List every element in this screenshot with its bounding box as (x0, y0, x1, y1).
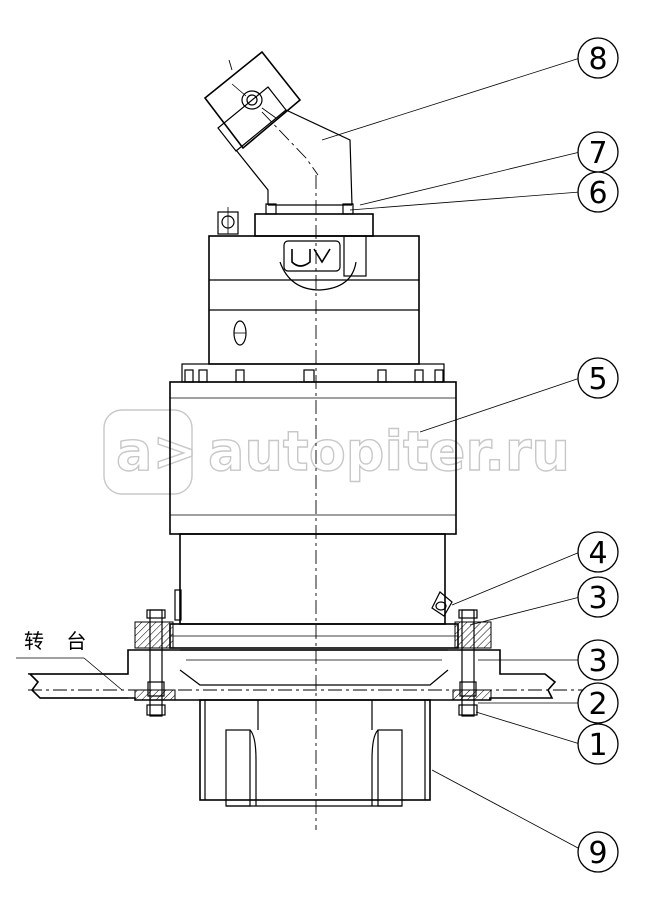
callout-5-label: 5 (588, 362, 607, 397)
callout-1-label: 1 (588, 728, 607, 763)
callout-3-lower: 3 (577, 639, 619, 681)
callout-4: 4 (577, 531, 619, 573)
callout-5: 5 (577, 357, 619, 399)
callout-7: 7 (577, 131, 619, 173)
callout-7-label: 7 (588, 136, 607, 171)
watermark-logo-box (103, 409, 193, 495)
valve-block (208, 207, 420, 365)
turntable-label: 转 台 (24, 629, 94, 653)
main-housing (169, 363, 457, 625)
callout-4-label: 4 (588, 536, 607, 571)
callout-3-upper: 3 (577, 576, 619, 618)
callout-3-upper-label: 3 (588, 581, 607, 616)
callout-2: 2 (577, 682, 619, 724)
callout-8: 8 (577, 37, 619, 79)
output-pinion (199, 699, 431, 807)
leader-lines (16, 57, 581, 849)
callout-6-label: 6 (588, 176, 607, 211)
callout-6: 6 (577, 171, 619, 213)
watermark: a> autopiter.ru (103, 409, 571, 495)
callout-9: 9 (577, 831, 619, 873)
turntable-plate (28, 649, 600, 701)
watermark-text: autopiter.ru (208, 420, 570, 483)
elbow-fitting (203, 50, 374, 237)
mounting-flange (134, 609, 492, 717)
callout-1: 1 (577, 723, 619, 765)
callout-3-lower-label: 3 (588, 644, 607, 679)
watermark-logo-text: a> (116, 420, 198, 483)
manufacturer-logo (283, 240, 341, 272)
callout-2-label: 2 (588, 687, 607, 722)
callout-8-label: 8 (588, 42, 607, 77)
callout-9-label: 9 (588, 836, 607, 871)
